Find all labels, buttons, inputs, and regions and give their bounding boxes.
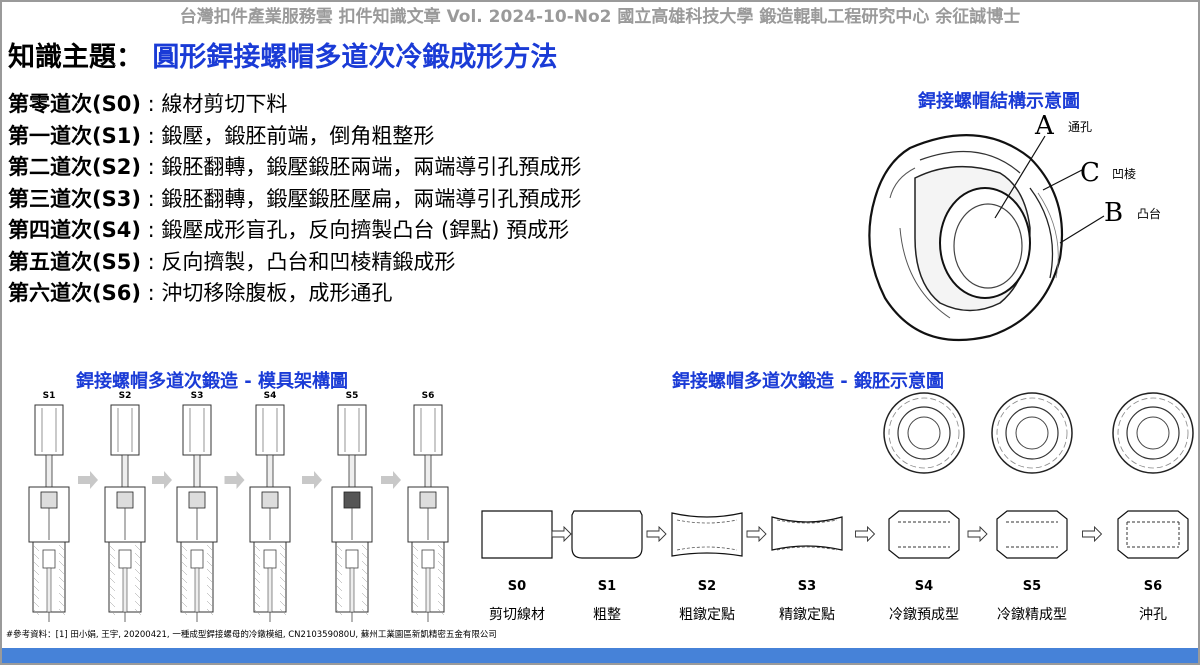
transfer-arrow xyxy=(302,471,322,489)
part-letter-b: B xyxy=(1104,198,1124,228)
stage-arrow xyxy=(1082,525,1103,543)
stage-name: 精鐓定點 xyxy=(779,607,835,623)
weld-nut-illustration xyxy=(868,134,1105,342)
station-desc: : 鍛壓成形盲孔，反向擠製凸台 (銲點) 預成形 xyxy=(140,218,570,242)
part-letter-c: C xyxy=(1080,158,1100,188)
stage-name: 粗鐓定點 xyxy=(679,607,735,623)
stage-code: S6 xyxy=(1143,579,1163,594)
station-item: 第三道次(S3) : 鍛胚翻轉，鍛壓鍛胚壓扁，兩端導引孔預成形 xyxy=(8,184,581,216)
footer-bar xyxy=(2,648,1198,663)
transfer-arrow xyxy=(152,471,172,489)
stage-arrow xyxy=(551,525,572,543)
station-item: 第二道次(S2) : 鍛胚翻轉，鍛壓鍛胚兩端，兩端導引孔預成形 xyxy=(8,152,581,184)
die-station-label: S1 xyxy=(42,391,56,401)
station-desc: : 鍛胚翻轉，鍛壓鍛胚兩端，兩端導引孔預成形 xyxy=(140,155,582,179)
punch-holder xyxy=(110,404,140,456)
die-station xyxy=(331,404,373,622)
blank-stage xyxy=(991,392,1073,559)
station-desc: : 沖切移除腹板，成形通孔 xyxy=(140,281,393,305)
transfer-arrow xyxy=(381,471,401,489)
station-item: 第一道次(S1) : 鍛壓，鍛胚前端，倒角粗整形 xyxy=(8,121,581,153)
part-name-groove: 凹棱 xyxy=(1112,167,1137,181)
die-diagram-title: 銲接螺帽多道次鍛造 - 模具架構圖 xyxy=(76,371,349,392)
die-station xyxy=(176,404,218,622)
blank-stage xyxy=(771,516,843,551)
blank-profile xyxy=(771,516,843,551)
part-name-through-hole: 通孔 xyxy=(1068,120,1093,134)
blank-profile xyxy=(996,510,1068,559)
blank-profile xyxy=(1117,510,1189,559)
stage-name: 粗整 xyxy=(593,607,621,623)
stage-code: S3 xyxy=(797,579,817,594)
blank-profile xyxy=(481,510,553,559)
reference-note: #參考資料：[1] 田小娟, 王宇, 20200421, 一種成型銲接螺母的冷鐓… xyxy=(6,630,497,640)
die-station-label: S3 xyxy=(190,391,204,401)
blank-stage xyxy=(1112,392,1194,559)
die-station xyxy=(28,404,70,622)
blank-stage xyxy=(481,510,553,559)
die-station-label: S5 xyxy=(345,391,359,401)
stage-code: S5 xyxy=(1022,579,1042,594)
station-desc: : 反向擠製，凸台和凹棱精鍛成形 xyxy=(140,249,456,274)
die-station xyxy=(407,404,449,622)
die-station xyxy=(104,404,146,622)
blank-diagram-title: 銲接螺帽多道次鍛造 - 鍛胚示意圖 xyxy=(672,371,945,392)
structure-title: 銲接螺帽結構示意圖 xyxy=(918,91,1080,112)
stage-code: S4 xyxy=(914,579,934,594)
punch-holder xyxy=(413,404,443,456)
die-station-label: S4 xyxy=(263,391,277,401)
stage-name: 沖孔 xyxy=(1139,607,1167,623)
station-desc: : 鍛胚翻轉，鍛壓鍛胚壓扁，兩端導引孔預成形 xyxy=(140,186,582,211)
station-code: 第六道次(S6) xyxy=(8,281,141,305)
stage-arrow xyxy=(855,525,876,543)
station-code: 第三道次(S3) xyxy=(8,186,141,211)
station-code: 第二道次(S2) xyxy=(8,155,141,179)
part-letter-a: A xyxy=(1035,111,1054,141)
die-station xyxy=(249,404,291,622)
stage-arrow xyxy=(746,525,767,543)
topic-heading: 知識主題： 圓形銲接螺帽多道次冷鍛成形方法 xyxy=(8,40,557,76)
station-code: 第一道次(S1) xyxy=(8,123,141,148)
stage-name: 剪切線材 xyxy=(489,607,545,623)
station-list: 第零道次(S0) : 線材剪切下料 第一道次(S1) : 鍛壓，鍛胚前端，倒角粗… xyxy=(8,89,581,310)
station-desc: : 鍛壓，鍛胚前端，倒角粗整形 xyxy=(140,123,435,148)
station-desc: : 線材剪切下料 xyxy=(140,92,288,116)
blank-profile xyxy=(571,510,643,559)
stage-name: 冷鐓精成型 xyxy=(997,607,1067,623)
transfer-arrow xyxy=(78,471,98,489)
stage-name: 冷鐓預成型 xyxy=(889,607,959,623)
station-item: 第六道次(S6) : 沖切移除腹板，成形通孔 xyxy=(8,278,581,310)
die-station-label: S2 xyxy=(118,391,132,401)
station-code: 第零道次(S0) xyxy=(8,92,141,116)
punch-holder xyxy=(182,404,212,456)
blank-stage xyxy=(571,510,643,559)
station-code: 第四道次(S4) xyxy=(8,218,141,242)
stage-arrow xyxy=(967,525,988,543)
transfer-arrow xyxy=(224,471,245,489)
blank-stage xyxy=(883,392,965,559)
station-item: 第四道次(S4) : 鍛壓成形盲孔，反向擠製凸台 (銲點) 預成形 xyxy=(8,215,581,247)
part-name-boss: 凸台 xyxy=(1137,207,1162,221)
stage-code: S2 xyxy=(697,579,717,594)
blank-profile xyxy=(888,510,960,559)
blank-profile xyxy=(671,512,743,557)
stage-arrow xyxy=(646,525,667,543)
station-item: 第零道次(S0) : 線材剪切下料 xyxy=(8,89,581,121)
punch-holder xyxy=(337,404,367,456)
station-code: 第五道次(S5) xyxy=(8,249,141,274)
stage-code: S1 xyxy=(597,579,617,594)
die-station-label: S6 xyxy=(421,391,435,401)
topic-label: 知識主題： xyxy=(8,42,143,73)
blank-stage xyxy=(671,512,743,557)
page-header: 台灣扣件產業服務雲 扣件知識文章 Vol. 2024-10-No2 國立高雄科技… xyxy=(179,7,1021,27)
stage-code: S0 xyxy=(507,579,527,594)
station-item: 第五道次(S5) : 反向擠製，凸台和凹棱精鍛成形 xyxy=(8,247,581,279)
topic-title: 圓形銲接螺帽多道次冷鍛成形方法 xyxy=(152,42,558,73)
